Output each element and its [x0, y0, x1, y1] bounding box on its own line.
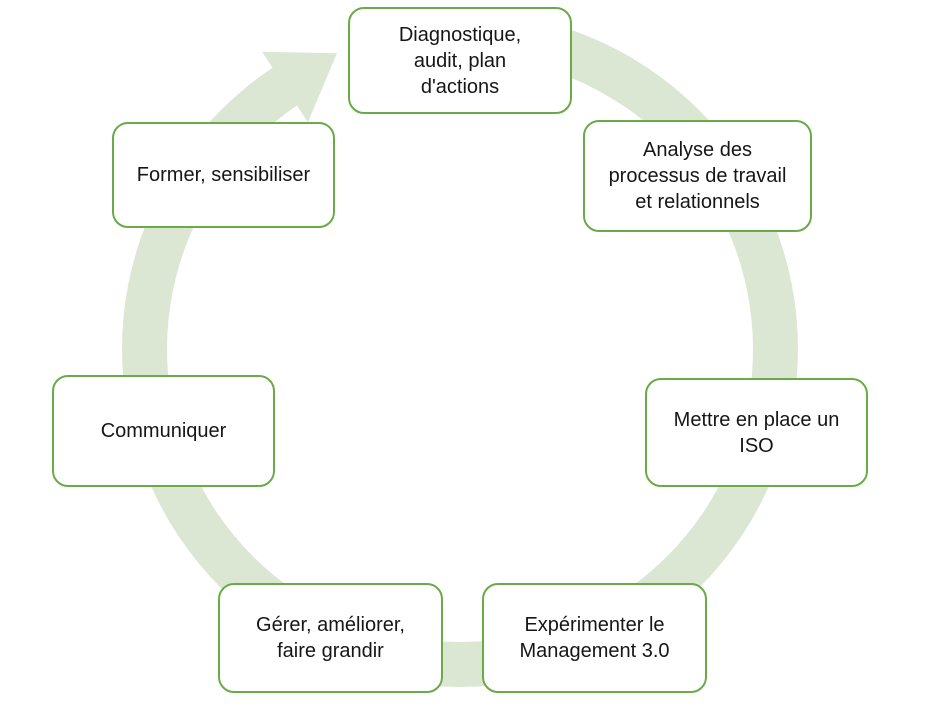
step-box-diagnostique: Diagnostique, audit, plan d'actions [348, 7, 572, 114]
step-label-gerer: Gérer, améliorer, faire grandir [256, 614, 405, 662]
step-label-communiquer: Communiquer [100, 420, 227, 442]
step-label-analyse: Analyse des processus de travail et rela… [608, 139, 787, 213]
step-box-iso: Mettre en place un ISO [645, 378, 868, 487]
step-label-former: Former, sensibiliser [136, 164, 311, 186]
step-box-analyse: Analyse des processus de travail et rela… [583, 120, 812, 232]
step-label-diagnostique: Diagnostique, audit, plan d'actions [398, 23, 522, 98]
step-box-former: Former, sensibiliser [112, 122, 335, 228]
step-label-iso: Mettre en place un ISO [673, 408, 840, 457]
step-box-gerer: Gérer, améliorer, faire grandir [218, 583, 443, 693]
step-label-experimenter: Expérimenter le Management 3.0 [519, 614, 670, 662]
step-box-experimenter: Expérimenter le Management 3.0 [482, 583, 707, 693]
step-box-communiquer: Communiquer [52, 375, 275, 487]
